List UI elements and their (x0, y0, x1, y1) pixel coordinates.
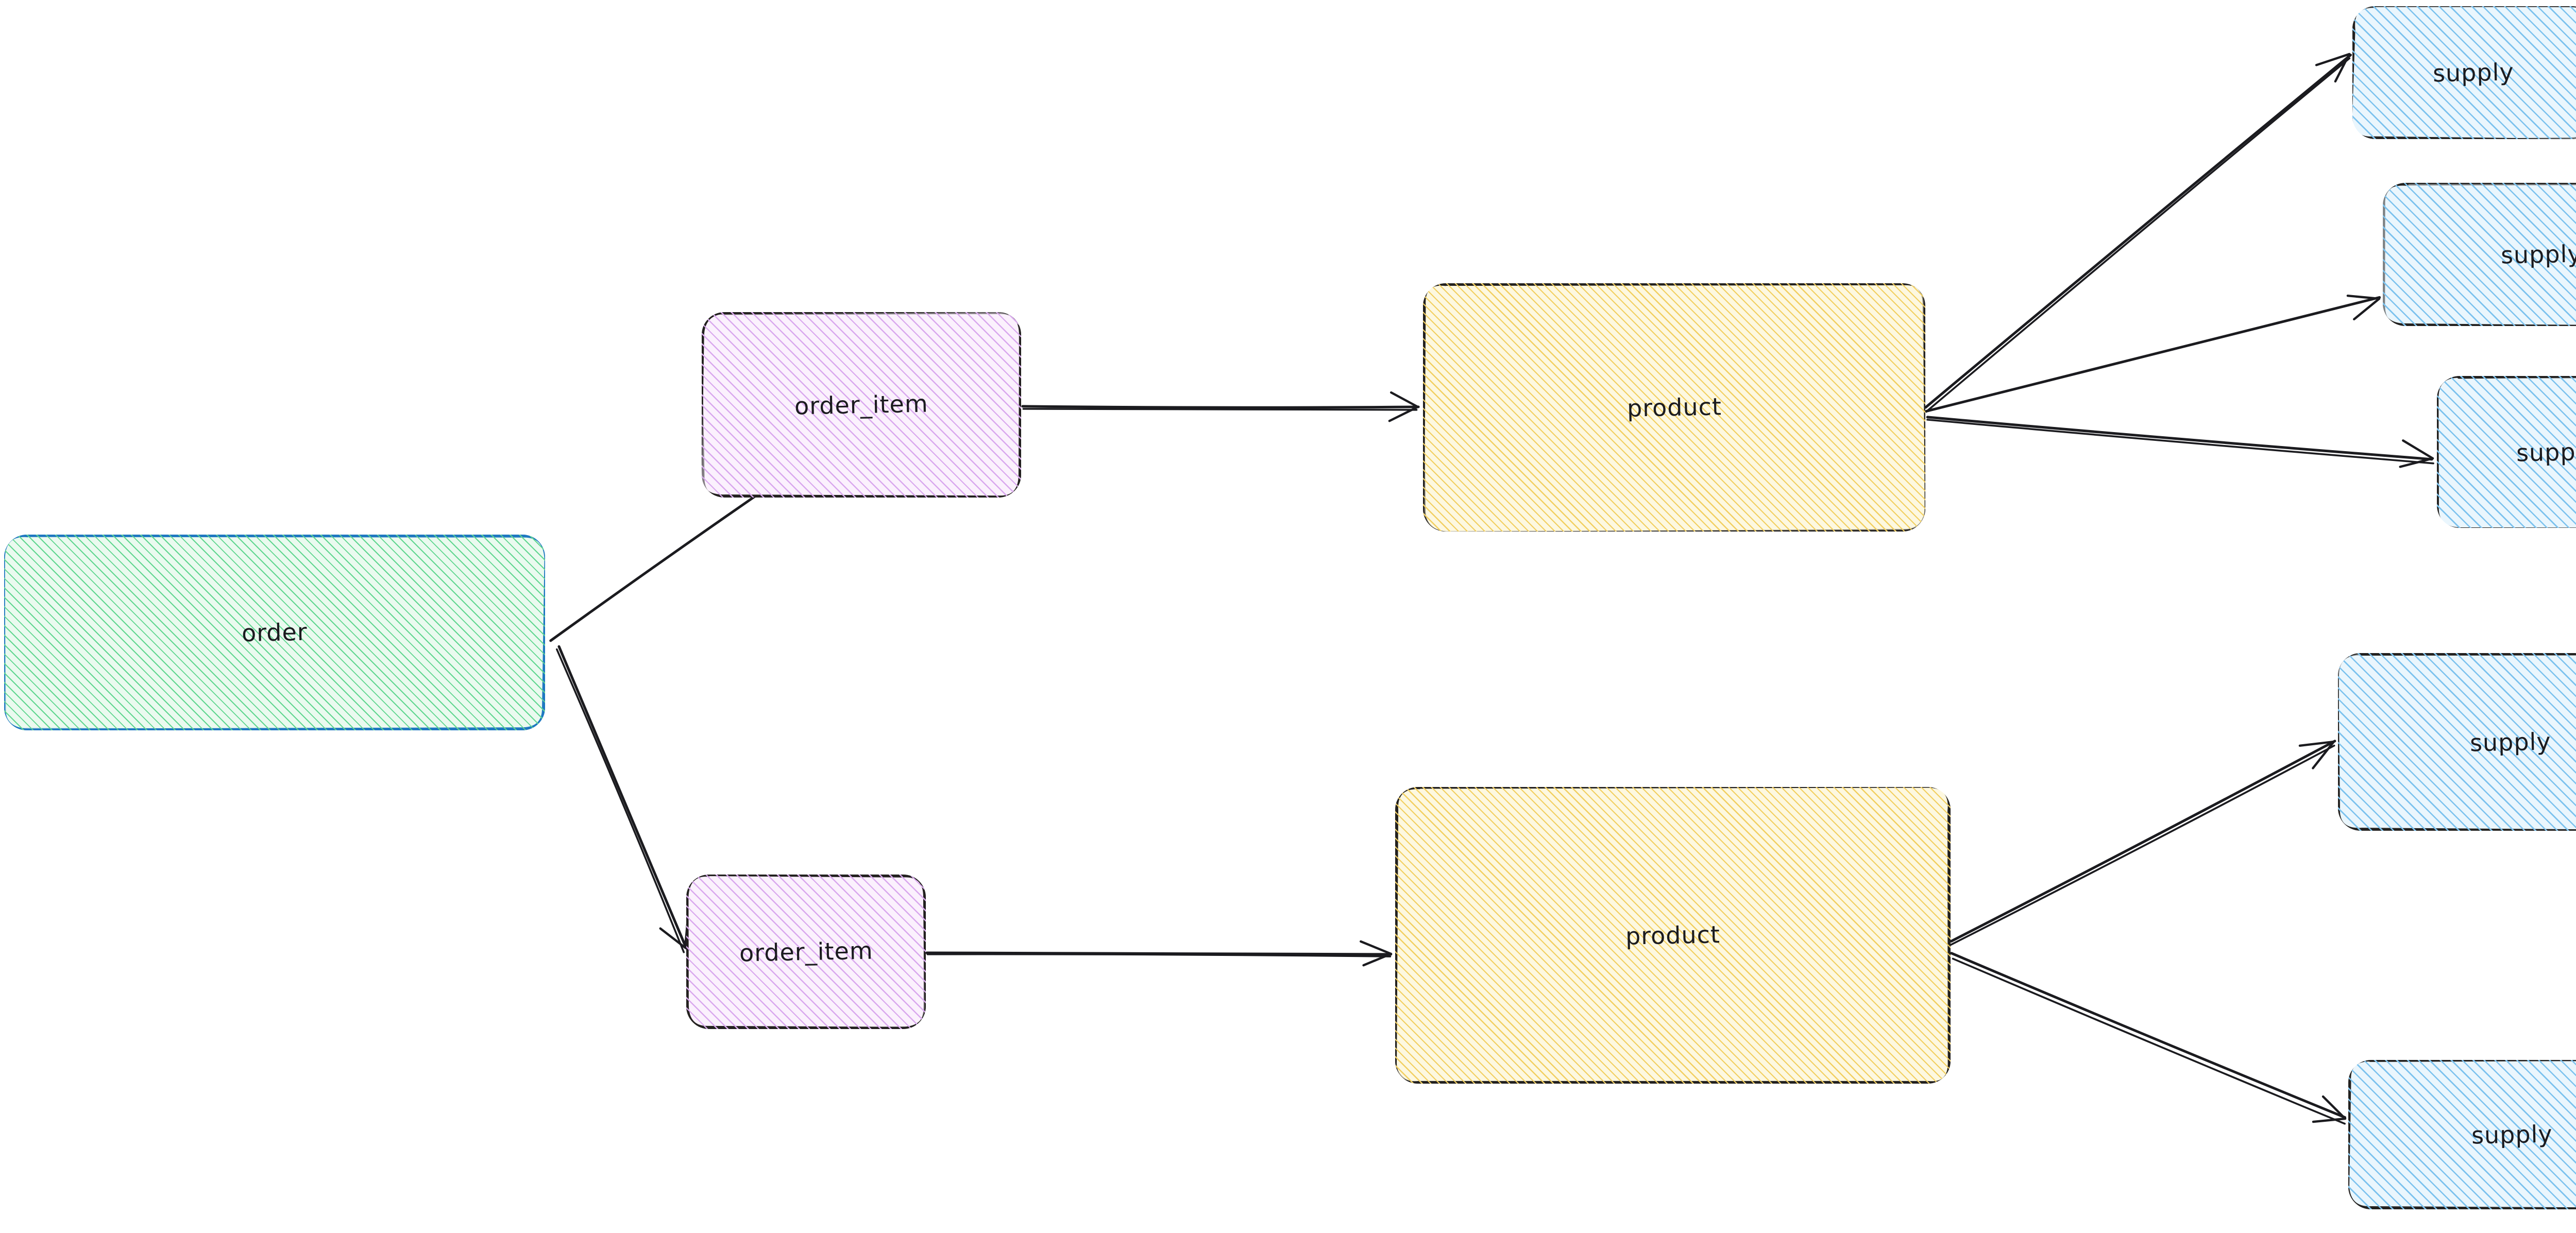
edge-product_1-to-supply_1 (1924, 53, 2352, 413)
arrowhead-stroke-0 (659, 927, 687, 949)
node-label-supply_1: supply (2432, 58, 2515, 88)
arrowhead-stroke-1 (2321, 1095, 2347, 1120)
arrowhead-stroke-0 (1362, 952, 1393, 967)
node-hatch-supply (2338, 653, 2576, 831)
arrowhead-stroke-0 (1388, 405, 1419, 422)
node-product_1[interactable]: product (1423, 283, 1925, 532)
node-label-supply_2: supply (2500, 239, 2576, 269)
node-product_2[interactable]: product (1395, 787, 1951, 1084)
edge-product_2-to-supply_4 (1950, 740, 2336, 946)
edge-order-to-order_item_2 (555, 645, 689, 953)
edge-product_2-to-supply_5 (1950, 952, 2347, 1125)
node-supply_1[interactable]: supply (2352, 6, 2576, 139)
node-hatch-order (4, 535, 545, 730)
arrowhead-stroke-1 (1390, 391, 1419, 408)
node-label-supply_4: supply (2469, 727, 2552, 757)
arrowhead-stroke-1 (2402, 439, 2434, 460)
node-supply_4[interactable]: supply (2338, 653, 2576, 831)
node-hatch-product (1395, 787, 1951, 1084)
node-order[interactable]: order (4, 535, 545, 730)
node-label-supply_3: supply (2516, 437, 2576, 467)
edge-order_item_2-to-product_2 (925, 940, 1393, 967)
arrowhead-stroke-1 (1360, 940, 1393, 955)
node-supply_2[interactable]: supply (2383, 183, 2576, 326)
arrowhead-stroke-0 (2334, 53, 2351, 83)
node-label-product_2: product (1625, 920, 1721, 950)
node-hatch-product (1423, 283, 1925, 532)
node-supply_3[interactable]: supply (2437, 376, 2576, 528)
node-supply_5[interactable]: supply (2348, 1060, 2576, 1209)
node-order_item_1[interactable]: order_item (702, 312, 1021, 498)
arrowhead-stroke-1 (2298, 740, 2335, 747)
node-label-order_item_1: order_item (794, 389, 929, 420)
edge-product_1-to-supply_2 (1925, 294, 2381, 413)
node-hatch-order_item (686, 875, 926, 1029)
arrowhead-stroke-1 (2315, 53, 2351, 66)
node-label-product_1: product (1626, 392, 1722, 422)
node-hatch-supply (2352, 6, 2576, 139)
node-hatch-supply (2437, 376, 2576, 528)
edge-order_item_1-to-product_1 (1021, 391, 1420, 422)
node-order_item_2[interactable]: order_item (686, 875, 926, 1029)
node-label-supply_5: supply (2471, 1120, 2553, 1150)
node-hatch-supply (2383, 183, 2576, 326)
arrowhead-stroke-0 (2399, 457, 2434, 468)
arrowhead-stroke-0 (2312, 1117, 2347, 1123)
node-hatch-supply (2348, 1060, 2576, 1209)
edge-product_1-to-supply_3 (1926, 416, 2434, 468)
arrowhead-stroke-0 (2353, 297, 2381, 321)
arrowhead-stroke-1 (2346, 294, 2381, 300)
node-label-order: order (241, 618, 308, 647)
arrowhead-stroke-0 (2312, 740, 2335, 769)
node-label-order_item_2: order_item (739, 936, 873, 967)
